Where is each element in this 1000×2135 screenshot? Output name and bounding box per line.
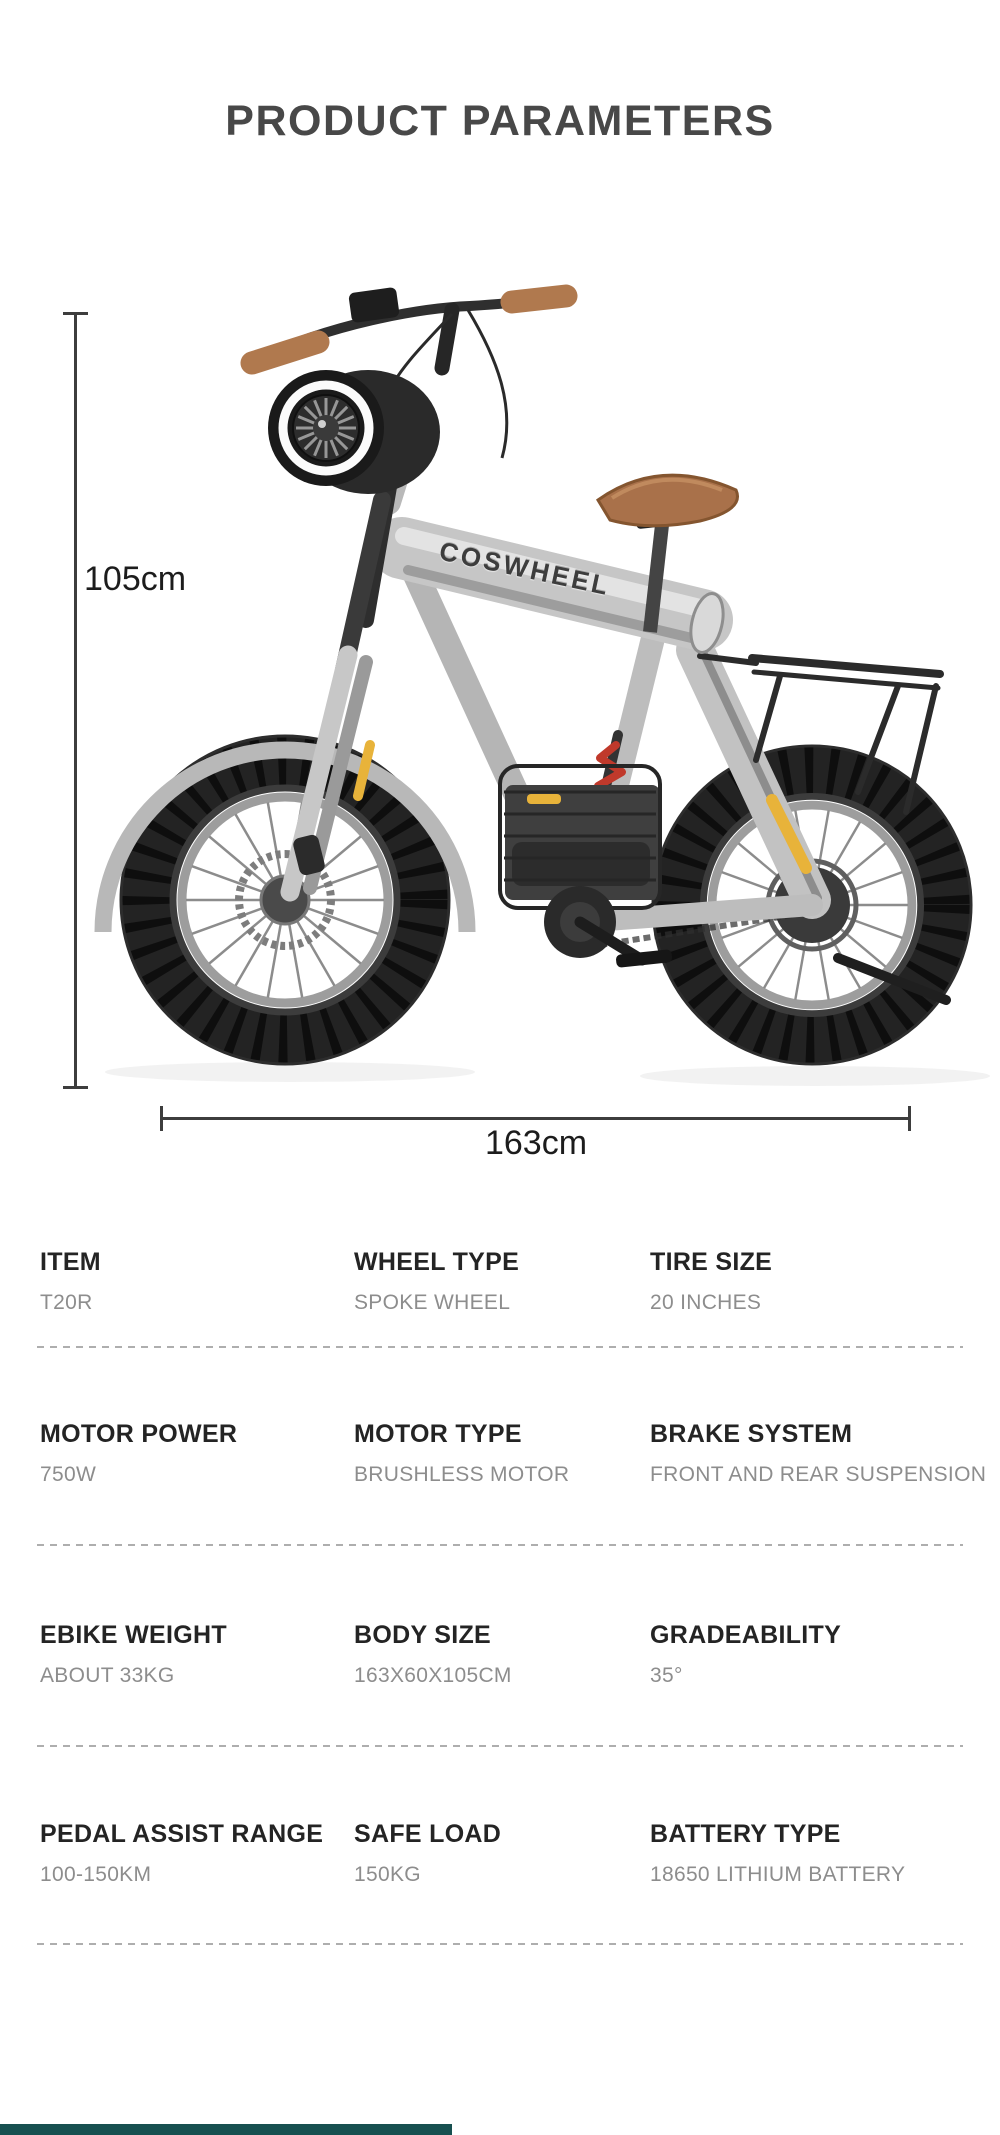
spec-cell: EBIKE WEIGHT ABOUT 33KG (40, 1621, 354, 1687)
length-dimension-line (161, 1117, 911, 1120)
front-wheel (121, 736, 449, 1064)
spec-cell: TIRE SIZE 20 INCHES (650, 1248, 1000, 1314)
spec-value: 100-150KM (40, 1863, 152, 1886)
brake-caliper (293, 834, 325, 876)
length-dimension-cap-left (160, 1106, 163, 1131)
spec-label: TIRE SIZE (650, 1248, 773, 1276)
chainstay (569, 894, 823, 933)
front-wheel-shadow (105, 1062, 475, 1082)
spec-value: 18650 LITHIUM BATTERY (650, 1863, 906, 1886)
height-dimension-label: 105cm (84, 560, 187, 598)
spec-value: 35° (650, 1664, 683, 1687)
bike-illustration (94, 284, 1000, 1160)
front-fender (94, 741, 476, 933)
spec-cell: BATTERY TYPE 18650 LITHIUM BATTERY (650, 1820, 1000, 1886)
page-title: PRODUCT PARAMETERS (225, 97, 775, 145)
spec-value: 163X60X105CM (354, 1664, 512, 1687)
spec-cell: WHEEL TYPE SPOKE WHEEL (354, 1248, 650, 1314)
spec-label: MOTOR TYPE (354, 1420, 522, 1448)
spec-cell: MOTOR POWER 750W (40, 1420, 354, 1486)
spec-row-4: PEDAL ASSIST RANGE 100-150KM SAFE LOAD 1… (0, 1820, 1000, 1886)
rear-reflector (766, 794, 812, 874)
row-divider (37, 1544, 963, 1546)
spec-value: SPOKE WHEEL (354, 1291, 511, 1314)
bottom-accent-bar (0, 2124, 452, 2135)
rear-wheel-shadow (640, 1066, 990, 1086)
spec-cell: PEDAL ASSIST RANGE 100-150KM (40, 1820, 354, 1886)
spec-value: 750W (40, 1463, 97, 1486)
length-dimension-cap-right (908, 1106, 911, 1131)
brake-cable (466, 309, 509, 459)
spec-label: GRADEABILITY (650, 1621, 842, 1649)
height-dimension-line (74, 313, 77, 1089)
motor-detail-yellow (527, 794, 561, 804)
spec-value: ABOUT 33KG (40, 1664, 175, 1687)
kickstand (833, 953, 951, 1005)
spec-label: ITEM (40, 1248, 101, 1276)
spec-value: BRUSHLESS MOTOR (354, 1463, 570, 1486)
spec-cell: MOTOR TYPE BRUSHLESS MOTOR (354, 1420, 650, 1486)
spec-value: 150KG (354, 1863, 421, 1886)
spec-row-2: MOTOR POWER 750W MOTOR TYPE BRUSHLESS MO… (0, 1420, 1000, 1486)
crank-pedal (544, 886, 673, 968)
display-unit (348, 287, 400, 323)
row-divider (37, 1346, 963, 1348)
row-divider (37, 1745, 963, 1747)
spec-label: WHEEL TYPE (354, 1248, 520, 1276)
spec-cell: BODY SIZE 163X60X105CM (354, 1621, 650, 1687)
spec-label: BRAKE SYSTEM (650, 1420, 853, 1448)
rear-rack (697, 653, 944, 815)
spec-label: MOTOR POWER (40, 1420, 238, 1448)
spec-label: BATTERY TYPE (650, 1820, 841, 1848)
spec-row-1: ITEM T20R WHEEL TYPE SPOKE WHEEL TIRE SI… (0, 1248, 1000, 1314)
spec-cell: SAFE LOAD 150KG (354, 1820, 650, 1886)
spec-row-3: EBIKE WEIGHT ABOUT 33KG BODY SIZE 163X60… (0, 1621, 1000, 1687)
headlight (268, 370, 440, 494)
spec-value: 20 INCHES (650, 1291, 762, 1314)
rear-swingarm (676, 631, 831, 919)
height-dimension-cap-top (63, 312, 88, 315)
bike-image: COSWHEEL (0, 200, 1000, 1160)
right-grip (500, 284, 578, 314)
spec-label: BODY SIZE (354, 1621, 491, 1649)
spec-value: T20R (40, 1291, 93, 1314)
spec-label: SAFE LOAD (354, 1820, 502, 1848)
spec-cell: GRADEABILITY 35° (650, 1621, 1000, 1687)
spec-cell: ITEM T20R (40, 1248, 354, 1314)
spec-value: FRONT AND REAR SUSPENSION (650, 1463, 987, 1486)
spec-label: PEDAL ASSIST RANGE (40, 1820, 324, 1848)
spec-cell: BRAKE SYSTEM FRONT AND REAR SUSPENSION (650, 1420, 1000, 1486)
spec-label: EBIKE WEIGHT (40, 1621, 227, 1649)
front-reflector (353, 740, 375, 801)
left-grip (240, 330, 330, 375)
saddle (595, 473, 739, 633)
length-dimension-label: 163cm (484, 1124, 588, 1162)
battery-basket (498, 764, 662, 910)
height-dimension-cap-bottom (63, 1086, 88, 1089)
handlebar (240, 284, 578, 459)
row-divider (37, 1943, 963, 1945)
